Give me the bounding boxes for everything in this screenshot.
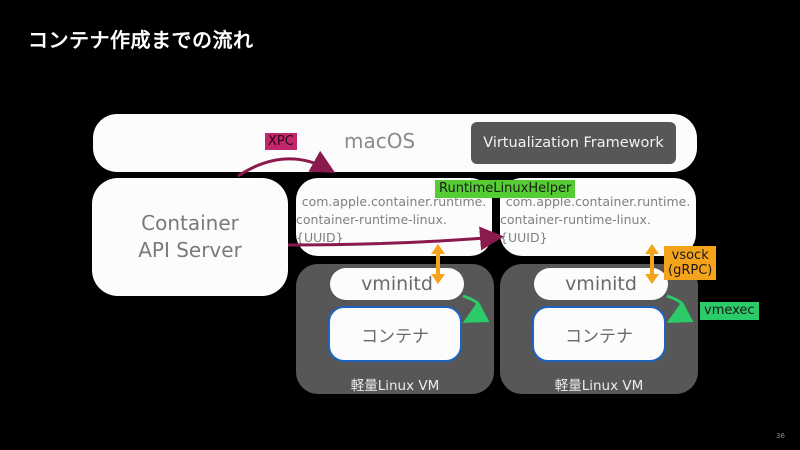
page-number: 36 — [776, 432, 785, 440]
vminitd-box-1: vminitd — [330, 268, 464, 300]
vmexec-label: vmexec — [700, 302, 759, 320]
vminitd-box-2: vminitd — [534, 268, 668, 300]
vm-label-2: 軽量Linux VM — [554, 378, 644, 394]
vm-label-1: 軽量Linux VM — [350, 378, 440, 394]
vsock-label-line-1: vsock — [671, 248, 709, 263]
runtime-2-line-2: container-runtime-linux.{UUID} — [500, 212, 651, 245]
virtualization-framework-box: Virtualization Framework — [471, 122, 676, 164]
vsock-label-line-2: (gRPC) — [668, 263, 713, 278]
xpc-label: XPC — [265, 133, 297, 150]
api-server-line-1: Container — [141, 211, 239, 235]
container-box-2: コンテナ — [532, 306, 666, 362]
runtime-linux-helper-label: RuntimeLinuxHelper — [435, 180, 576, 198]
container-api-server-box: Container API Server — [92, 178, 288, 296]
container-box-1: コンテナ — [328, 306, 462, 362]
macos-label: macOS — [344, 129, 416, 153]
runtime-1-line-2: container-runtime-linux.{UUID} — [296, 212, 447, 245]
slide-title: コンテナ作成までの流れ — [28, 28, 254, 52]
vsock-grpc-label: vsock (gRPC) — [664, 246, 717, 280]
api-server-line-2: API Server — [138, 238, 242, 262]
